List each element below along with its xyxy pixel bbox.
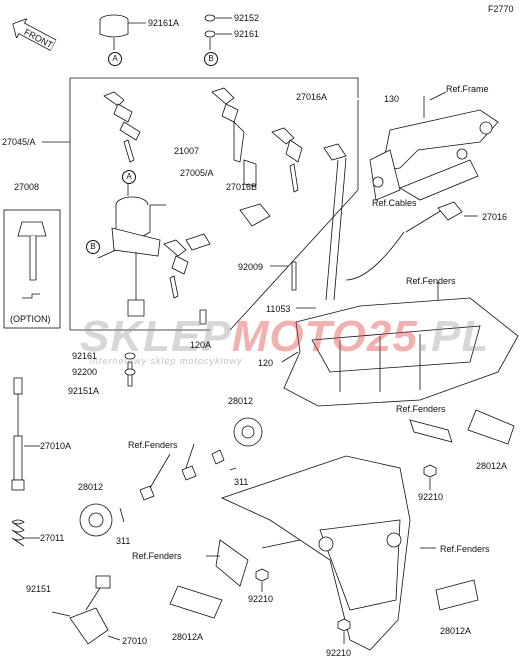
label-92161-top: 92161 (234, 29, 260, 39)
label-92161-mid: 92161 (72, 351, 98, 361)
reflector-bracket-left (215, 539, 249, 587)
label-ref-fenders-3: Ref.Fenders (128, 440, 178, 450)
key-set-middle-icon (211, 87, 257, 187)
key-fob-icon (3, 209, 61, 329)
option-label: (OPTION) (10, 314, 51, 324)
watermark: SKLEPMOTO25.PL (80, 312, 489, 362)
ignition-switch-icon (111, 196, 161, 317)
label-92152: 92152 (234, 13, 260, 23)
label-92200: 92200 (72, 367, 98, 377)
label-ref-cables: Ref.Cables (372, 198, 417, 208)
label-92210-mid: 92210 (248, 594, 274, 604)
sensor-27010-icon (69, 575, 111, 645)
cable-curve (345, 231, 405, 281)
label-27016B: 27016B (226, 182, 258, 192)
watermark-part2: MOTO (231, 312, 367, 361)
label-92009: 92009 (238, 262, 264, 272)
label-28012-top: 28012 (228, 396, 254, 406)
diagram-code: F2770 (488, 4, 514, 14)
spring-icon (11, 519, 25, 547)
washer-icon (204, 14, 216, 50)
key-set-icon (103, 91, 141, 163)
label-ref-fenders-5: Ref.Fenders (440, 544, 490, 554)
label-120: 120 (258, 358, 274, 368)
washer-mid-icon (124, 352, 136, 376)
marker-b-top: B (204, 52, 218, 66)
frame-bracket-icon (369, 109, 499, 201)
label-27016A: 27016A (296, 92, 328, 102)
label-27010A: 27010A (40, 441, 72, 451)
label-ref-fenders-4: Ref.Fenders (132, 551, 182, 561)
label-27005A: 27005/A (180, 168, 214, 178)
marker-b-mid: B (86, 240, 100, 254)
round-reflector-icon (79, 417, 263, 537)
label-92161A: 92161A (148, 18, 180, 28)
license-bracket-icon (220, 455, 411, 651)
label-11053: 11053 (266, 304, 291, 314)
front-arrow-icon: FRONT (12, 17, 57, 52)
watermark-subtitle: internetowy sklep motocyklowy (90, 356, 243, 366)
label-28012A-bottom-left: 28012A (172, 632, 204, 642)
label-28012-left: 28012 (78, 482, 104, 492)
label-27008: 27008 (14, 182, 40, 192)
label-92210-bottom: 92210 (326, 648, 352, 658)
key-set-right-icon (271, 127, 347, 301)
label-130: 130 (384, 94, 400, 104)
label-92151: 92151 (26, 584, 52, 594)
cable-line (405, 209, 443, 233)
watermark-part4: .PL (417, 312, 490, 361)
watermark-part3: 25 (366, 312, 418, 361)
label-27010: 27010 (122, 636, 148, 646)
reflector-bracket-right (409, 419, 453, 443)
label-92210-right: 92210 (418, 492, 444, 502)
lock-cylinder-icon (437, 201, 463, 221)
label-27011: 27011 (40, 533, 65, 543)
key-set-27016b-icon (163, 203, 271, 299)
watermark-part1: SKLEP (80, 312, 232, 361)
label-ref-fenders-1: Ref.Fenders (406, 276, 456, 286)
label-311-a: 311 (234, 477, 249, 487)
marker-a-mid: A (122, 170, 136, 184)
sensor-27010a-icon (11, 377, 25, 491)
rear-fender-icon (283, 297, 519, 407)
label-92151A: 92151A (68, 386, 100, 396)
rect-reflector-icon (169, 409, 515, 619)
nut-icon (255, 464, 437, 632)
label-ref-fenders-2: Ref.Fenders (396, 404, 446, 414)
label-311-b: 311 (116, 536, 131, 546)
label-27045A: 27045/A (2, 137, 36, 147)
label-28012A-bottom-right: 28012A (440, 626, 472, 636)
label-28012A-right: 28012A (476, 461, 508, 471)
label-21007: 21007 (174, 146, 200, 156)
stud-icon (139, 449, 225, 501)
top-bracket-line (70, 77, 359, 98)
label-120A: 120A (190, 340, 212, 350)
marker-a-top: A (108, 52, 122, 66)
label-ref-frame: Ref.Frame (446, 84, 489, 94)
label-27016: 27016 (482, 212, 508, 222)
key-cap-icon (99, 14, 129, 50)
bracket-diagonal (229, 100, 359, 331)
